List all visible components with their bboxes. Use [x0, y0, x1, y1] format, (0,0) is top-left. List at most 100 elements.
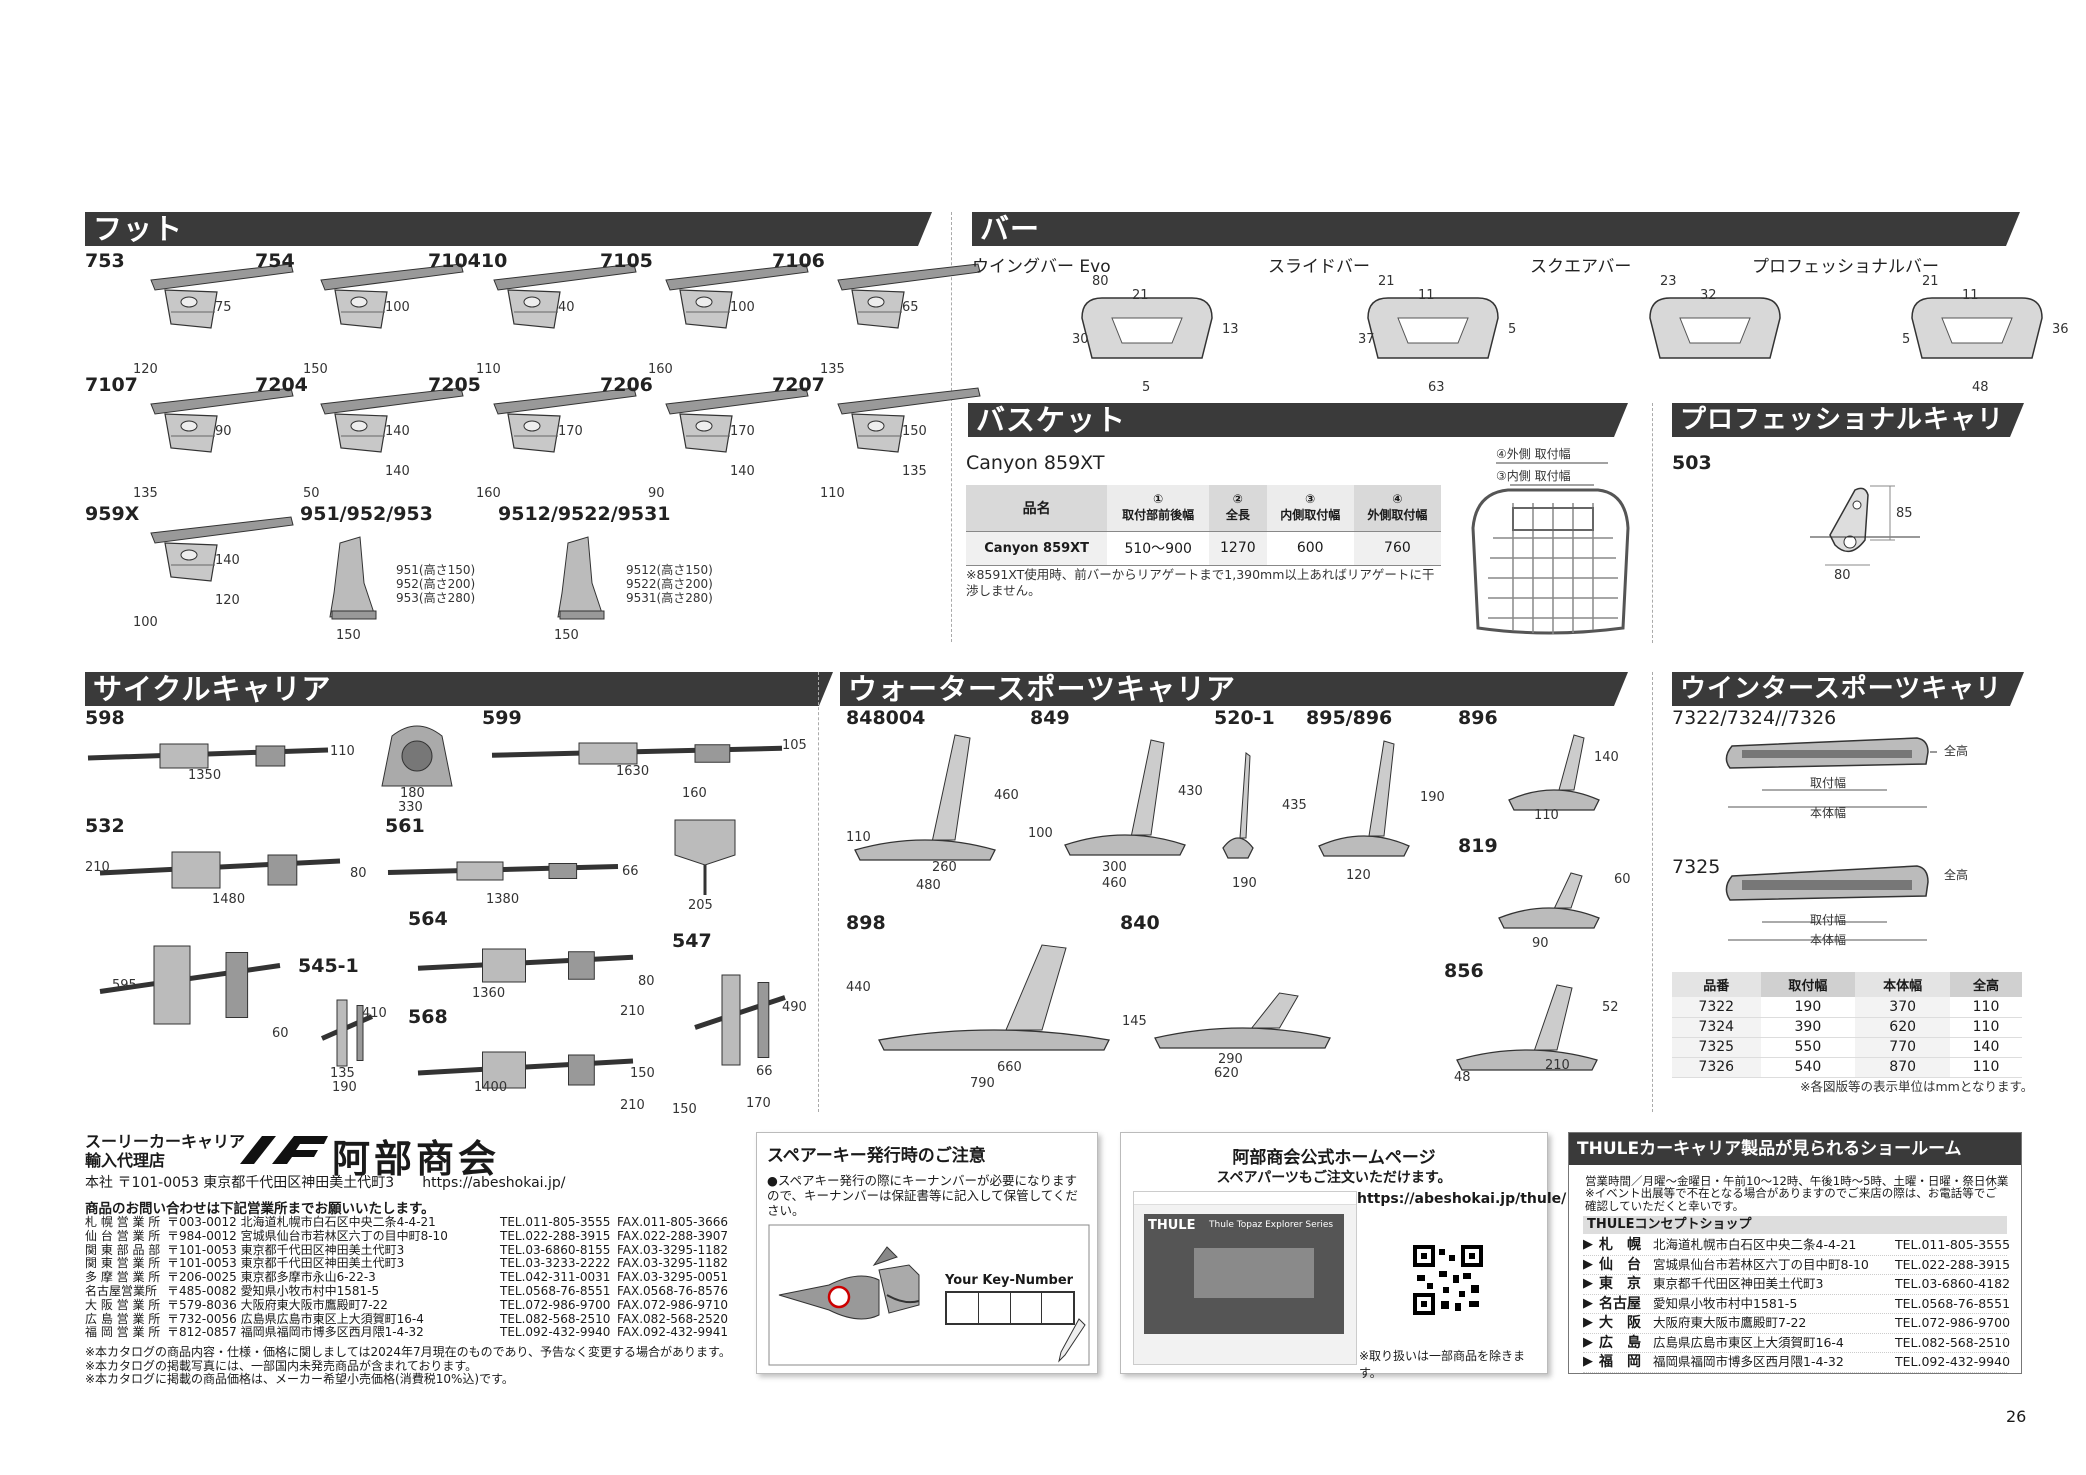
foot-7105-illustration [665, 263, 809, 329]
shop-address: 愛知県小牧市村中1581-5 [1653, 1295, 1798, 1311]
shop-address: 大阪府東大阪市鷹殿町7-22 [1653, 1315, 1807, 1330]
office-name: 札 幌 営 業 所 [85, 1215, 161, 1229]
foot-item-id: 710410 [428, 250, 508, 272]
water-dimension: 60 [1614, 872, 1631, 887]
office-address: 〒101-0053 東京都千代田区神田美土代町3 [167, 1242, 405, 1257]
winter-table-cell: 7324 [1672, 1017, 1761, 1037]
cycle-dimension: 66 [622, 864, 639, 879]
basket-note: ※8591XT使用時、前バーからリアゲートまで1,390mm以上あればリアゲート… [966, 567, 1435, 598]
water-dimension: 620 [1214, 1066, 1239, 1081]
cycle-item-id: 564 [408, 908, 448, 930]
winter-table-cell: 7325 [1672, 1037, 1761, 1057]
screen-brand: THULE [1148, 1218, 1196, 1233]
water-dimension: 100 [1028, 826, 1053, 841]
bar-dimension: 21 [1378, 274, 1395, 289]
shop-city: 福 岡 [1599, 1354, 1641, 1370]
bar-dimension: 5 [1142, 380, 1151, 395]
homepage-url[interactable]: https://abeshokai.jp/thule/ [1357, 1191, 1567, 1207]
page-number: 26 [2006, 1407, 2027, 1426]
bar-name: ウイングバー Evo [972, 257, 1111, 277]
shop-city: 大 阪 [1599, 1315, 1641, 1331]
cycle-dimension: 150 [630, 1066, 655, 1081]
basket-header-2: ② 全長 [1209, 485, 1267, 531]
bar-2-profile-illustration [1649, 297, 1781, 359]
office-fax: FAX.03-3295-0051 [617, 1270, 729, 1285]
basket-label-outer: ④外側 取付幅 [1496, 447, 1571, 461]
bar-name: スライドバー [1268, 257, 1370, 277]
foot-dimension: 120 [215, 593, 240, 608]
water-849-illustration [1064, 739, 1186, 856]
office-name: 関 東 部 品 部 [85, 1242, 161, 1257]
basket-cell-0: Canyon 859XT [966, 531, 1108, 565]
foot-variant-label: 9512(高さ150) [626, 563, 713, 577]
office-fax: FAX.011-805-3666 [617, 1215, 729, 1229]
water-dimension: 190 [1232, 876, 1257, 891]
water-840-illustration [1154, 992, 1331, 1049]
winter-table-cell: 540 [1760, 1057, 1856, 1077]
water-dimension: 145 [1122, 1014, 1147, 1029]
foot-dimension: 135 [902, 464, 927, 479]
winter-height-label-a: 全高 [1944, 744, 1969, 758]
shop-address: 福岡県福岡市博多区西月隈1-4-32 [1653, 1354, 1844, 1369]
footer-notes: ※本カタログの商品内容・仕様・価格に関しましては2024年7月現在のものであり、… [85, 1345, 785, 1387]
water-item-id: 856 [1444, 960, 1484, 982]
foot-dimension: 100 [133, 615, 158, 630]
foot-variant-label: 951(高さ150) [396, 563, 476, 577]
showroom-box: THULEカーキャリア製品が見られるショールーム 営業時間／月曜～金曜日・午前1… [1568, 1132, 2022, 1374]
showroom-title: THULEカーキャリア製品が見られるショールーム [1569, 1133, 2021, 1165]
foot-item-id: 9512/9522/9531 [498, 503, 671, 525]
shop-address: 東京都千代田区神田美土代町3 [1653, 1276, 1824, 1291]
cycle-568-illustration [417, 1051, 634, 1089]
winter-table-cell: 190 [1760, 997, 1856, 1017]
winter-models-b: 7325 [1672, 856, 1721, 878]
foot-dimension: 135 [133, 486, 158, 501]
shop-address: 宮城県仙台市若林区六丁の目中町8-10 [1653, 1256, 1869, 1272]
water-dimension: 90 [1532, 936, 1549, 951]
cycle-dimension: 170 [746, 1096, 771, 1111]
qr-code-icon[interactable] [1413, 1245, 1483, 1315]
office-fax: FAX.072-986-9710 [617, 1297, 729, 1312]
shop-city: 東 京 [1599, 1276, 1641, 1292]
cycle-598-illustration [87, 743, 329, 769]
company-hq: 本社 〒101-0053 東京都千代田区神田美土代町3 https://abes… [85, 1175, 566, 1191]
water-item-id: 840 [1120, 912, 1160, 934]
concept-shop-title: THULEコンセプトショップ [1583, 1216, 2007, 1234]
foot-dimension: 65 [902, 300, 919, 315]
office-address: 〒579-8036 大阪府東大阪市鷹殿町7-22 [167, 1297, 388, 1312]
winter-table-header: 取付幅 [1760, 972, 1856, 997]
water-895/896-illustration [1318, 740, 1410, 857]
winter-models-a: 7322/7324//7326 [1672, 707, 1837, 729]
winter-table-cell: 140 [1950, 1037, 2022, 1057]
cycle-dimension: 80 [350, 866, 367, 881]
foot-9512/9522/9531-illustration [557, 536, 605, 620]
shop-arrow-icon: ▶ [1583, 1295, 1593, 1311]
office-fax: FAX.092-432-9941 [617, 1325, 729, 1340]
foot-dimension: 110 [820, 486, 845, 501]
inquiry-note: 商品のお問い合わせは下記営業所までお願いいたします。 [85, 1201, 435, 1217]
shop-tel: TEL.082-568-2510 [1895, 1334, 2011, 1350]
water-item-id: 849 [1030, 707, 1070, 729]
foot-item-id: 959X [85, 503, 140, 525]
showroom-hours: 営業時間／月曜～金曜日・午前10～12時、午後1時～5時、土曜・日曜・祭日休業 [1585, 1174, 2009, 1188]
shop-arrow-icon: ▶ [1583, 1237, 1593, 1252]
winter-height-label-b: 全高 [1944, 868, 1969, 882]
shop-tel: TEL.0568-76-8551 [1895, 1295, 2011, 1311]
spare-key-body: ●スペアキー発行の際にキーナンバーが必要になりますので、キーナンバーは保証書等に… [767, 1173, 1078, 1218]
office-address: 〒101-0053 東京都千代田区神田美土代町3 [167, 1256, 405, 1271]
water-819-illustration [1498, 872, 1600, 929]
basket-header-0: 品名 [966, 485, 1108, 531]
water-520-1-illustration [1222, 752, 1254, 859]
cycle-595-illustration [99, 945, 281, 1025]
office-tel: TEL.072-986-9700 [500, 1297, 611, 1312]
winter-table-header: 全高 [1950, 972, 2022, 997]
foot-dimension: 150 [303, 362, 328, 377]
foot-item-id: 7106 [772, 250, 825, 272]
shop-city: 札 幌 [1599, 1237, 1641, 1253]
office-name: 名古屋営業所 [85, 1283, 158, 1298]
foot-dimension: 75 [215, 300, 232, 315]
water-896-illustration [1508, 734, 1600, 811]
